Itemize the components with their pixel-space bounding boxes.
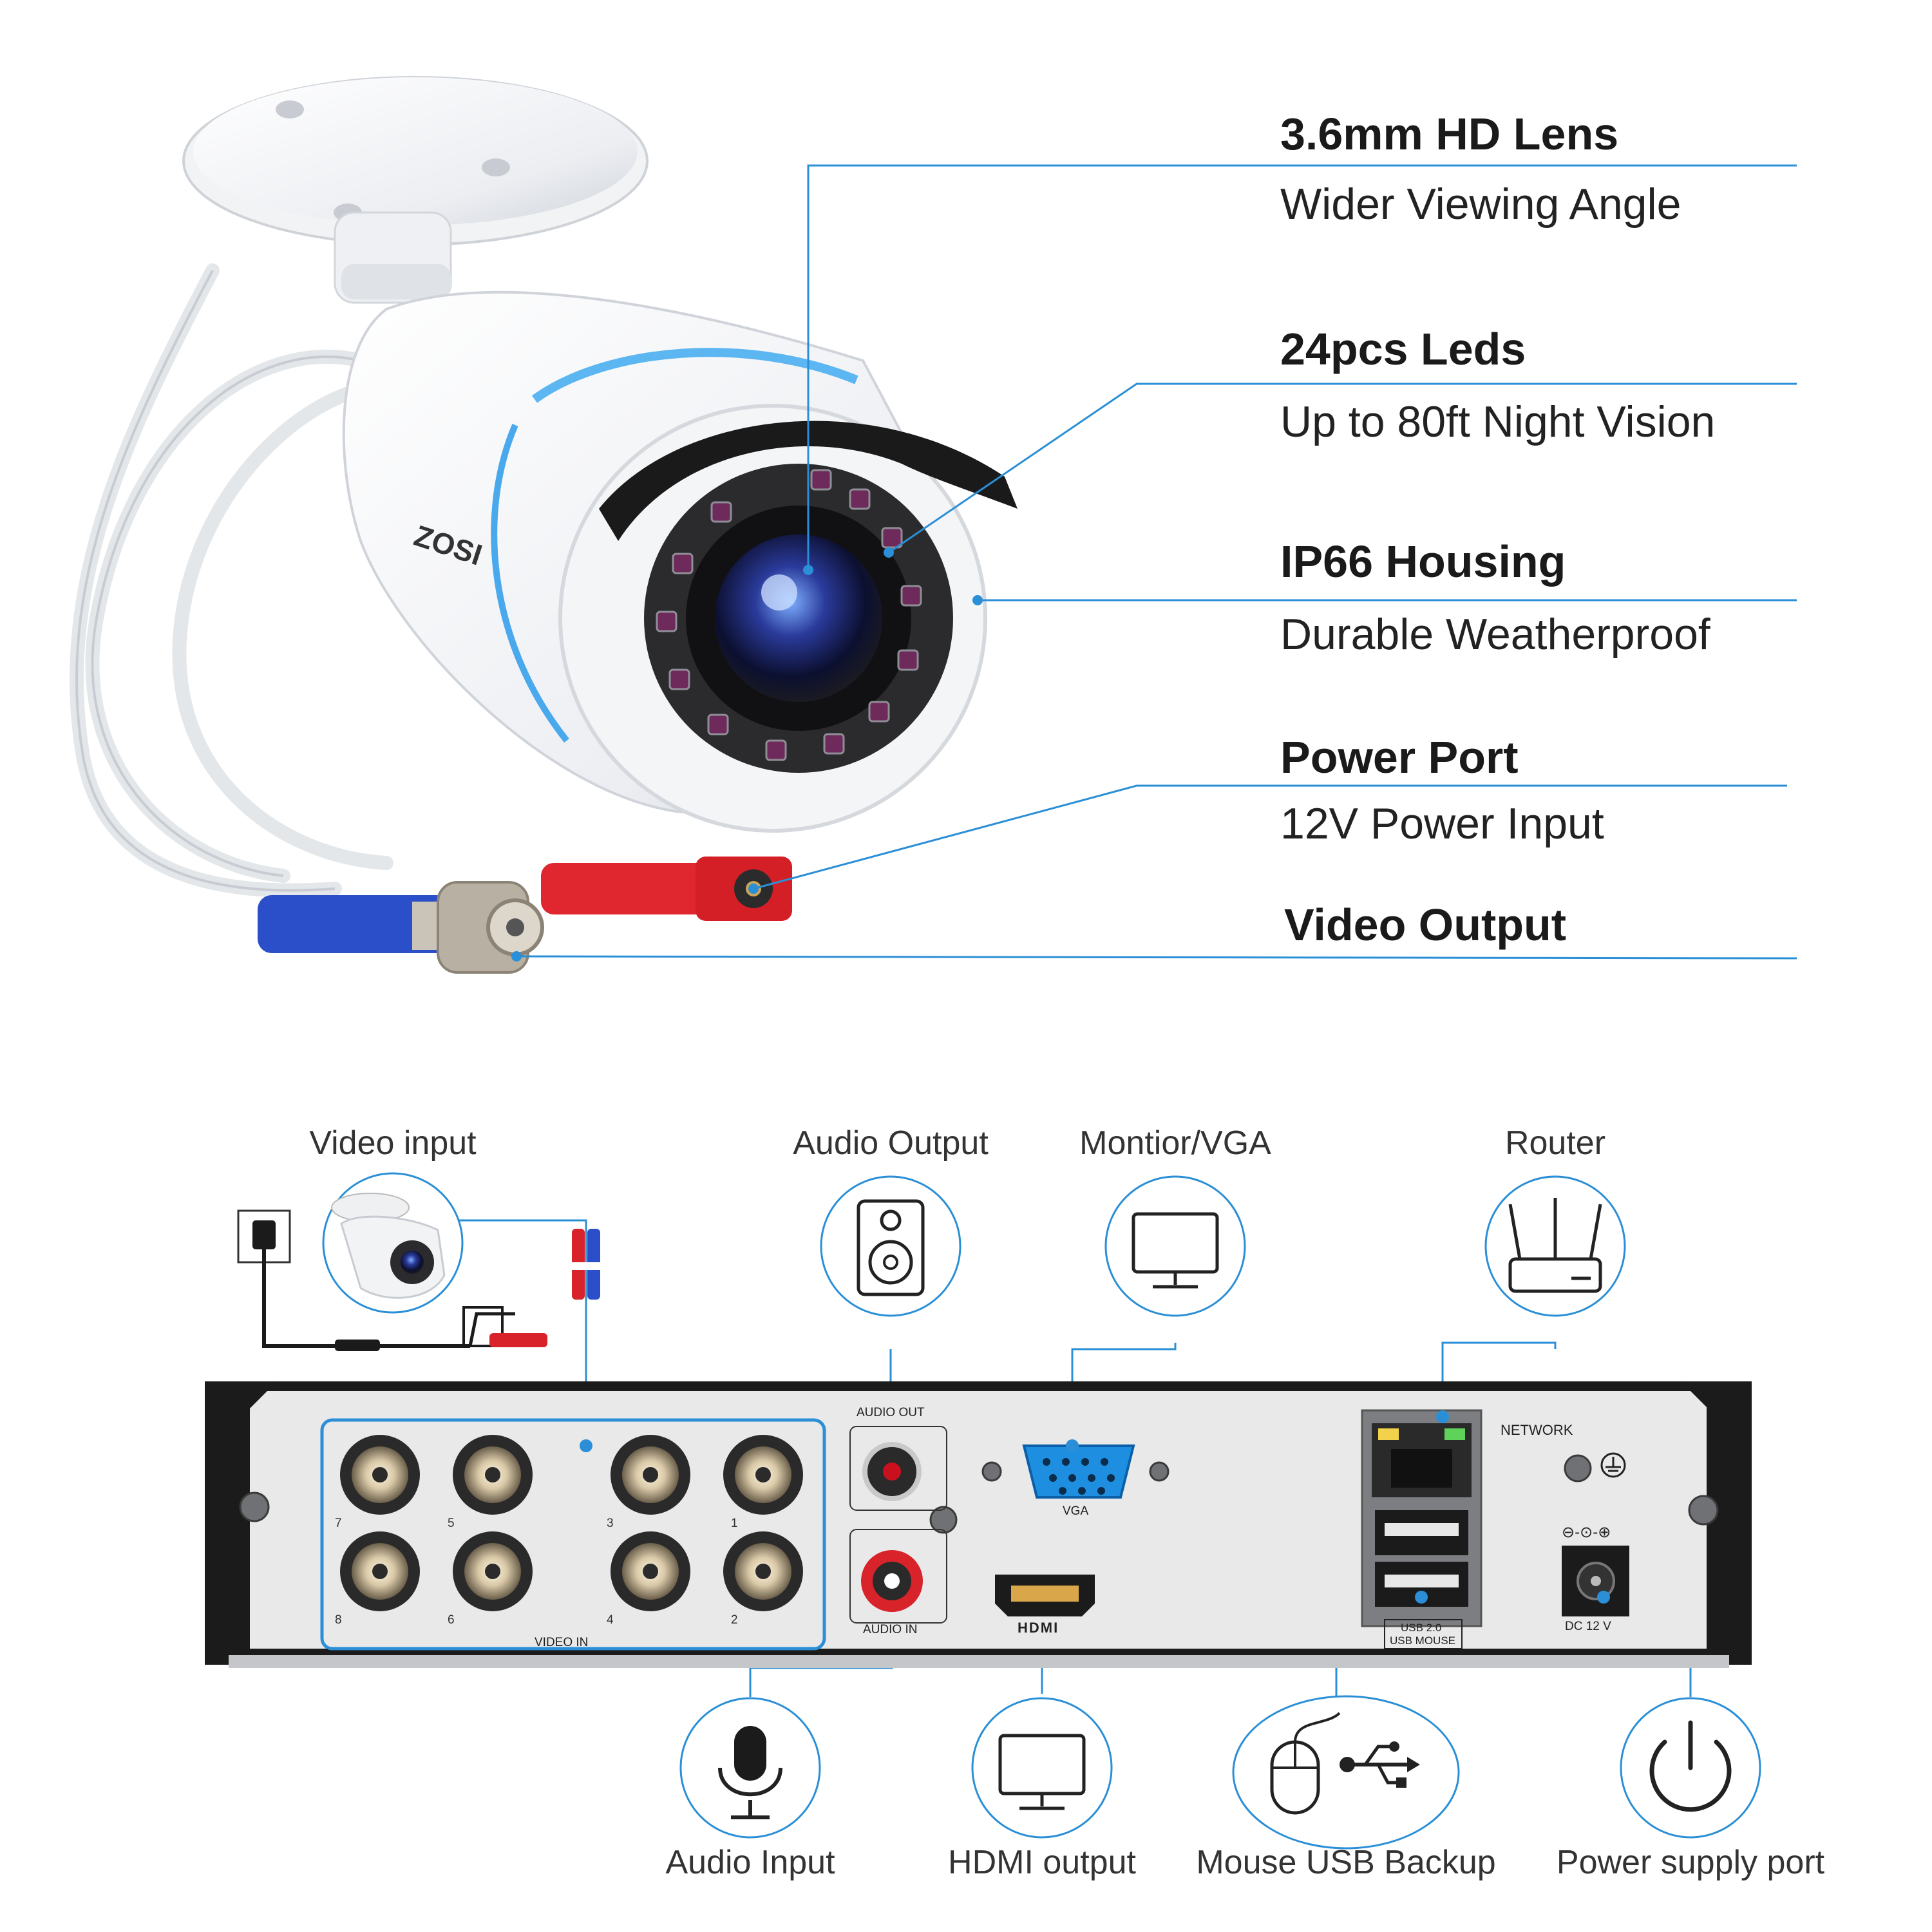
label-audio-output: Audio Output — [793, 1124, 989, 1162]
bnc-num-5: 5 — [448, 1517, 455, 1530]
feature-subtitle-lens: Wider Viewing Angle — [1280, 180, 1681, 229]
bnc-port-pin — [643, 1564, 658, 1579]
connection-icons-top — [237, 1172, 1626, 1351]
bnc-num-8: 8 — [335, 1613, 342, 1627]
speaker-icon — [820, 1175, 961, 1317]
vga-port — [1022, 1444, 1135, 1499]
panel-network: NETWORK — [1501, 1422, 1573, 1438]
bnc-num-3: 3 — [607, 1517, 614, 1530]
hdmi-port — [995, 1575, 1095, 1616]
bnc-port-pin — [372, 1467, 388, 1482]
router-icon — [1484, 1175, 1626, 1317]
microphone-icon — [679, 1697, 821, 1839]
power-icon — [1620, 1697, 1761, 1839]
callout-line-video — [516, 955, 1797, 960]
panel-hdmi: HDMI — [1018, 1620, 1059, 1636]
panel-usb-line2: USB MOUSE — [1390, 1634, 1456, 1647]
label-power-supply: Power supply port — [1556, 1844, 1825, 1881]
feature-subtitle-leds: Up to 80ft Night Vision — [1280, 397, 1716, 446]
callout-line-power — [753, 784, 1787, 890]
panel-usb-line1: USB 2.0 — [1401, 1622, 1442, 1634]
feature-title-video: Video Output — [1284, 900, 1567, 950]
label-video-input: Video input — [309, 1124, 477, 1162]
bnc-port-pin — [755, 1564, 771, 1579]
bnc-port-pin — [485, 1564, 500, 1579]
label-mouse-usb: Mouse USB Backup — [1196, 1844, 1496, 1881]
bnc-port-pin — [755, 1467, 771, 1482]
feature-callouts — [516, 164, 1797, 960]
bnc-port-pin — [643, 1467, 658, 1482]
camera-power-icon — [237, 1172, 605, 1351]
feature-title-leds: 24pcs Leds — [1280, 324, 1526, 374]
bnc-port-pin — [372, 1564, 388, 1579]
label-monitor-vga: Montior/VGA — [1079, 1124, 1271, 1162]
bnc-ports — [340, 1435, 803, 1611]
camera-illustration: ZOSI — [70, 76, 1018, 974]
feature-title-lens: 3.6mm HD Lens — [1280, 109, 1619, 159]
bnc-num-6: 6 — [448, 1613, 455, 1627]
feature-title-housing: IP66 Housing — [1280, 536, 1566, 587]
label-router: Router — [1504, 1124, 1606, 1162]
panel-video-in: VIDEO IN — [535, 1636, 589, 1649]
label-hdmi-output: HDMI output — [948, 1844, 1136, 1881]
feature-title-power: Power Port — [1280, 732, 1519, 782]
feature-subtitle-housing: Durable Weatherproof — [1280, 610, 1710, 659]
monitor-icon — [1104, 1175, 1246, 1317]
callout-line-lens — [807, 164, 1797, 570]
bnc-num-1: 1 — [731, 1517, 738, 1530]
panel-audio-out: AUDIO OUT — [857, 1406, 925, 1419]
label-audio-input: Audio Input — [665, 1844, 835, 1881]
bnc-connector — [258, 881, 544, 974]
bnc-num-4: 4 — [607, 1613, 614, 1627]
hdmi-monitor-icon — [971, 1697, 1113, 1839]
panel-dc: DC 12 V — [1565, 1620, 1611, 1633]
panel-polarity: ⊖-⊙-⊕ — [1562, 1524, 1611, 1541]
bnc-port-pin — [485, 1467, 500, 1482]
panel-vga: VGA — [1063, 1504, 1089, 1518]
feature-subtitle-power: 12V Power Input — [1280, 799, 1604, 848]
panel-audio-in: AUDIO IN — [863, 1623, 918, 1636]
mouse-usb-icon — [1232, 1695, 1460, 1850]
bnc-num-7: 7 — [335, 1517, 342, 1530]
callout-line-leds — [888, 383, 1797, 554]
dvr-recorder — [205, 1381, 1752, 1668]
power-connector — [541, 857, 792, 921]
bnc-num-2: 2 — [731, 1613, 738, 1627]
connection-icons-bottom — [679, 1695, 1761, 1850]
